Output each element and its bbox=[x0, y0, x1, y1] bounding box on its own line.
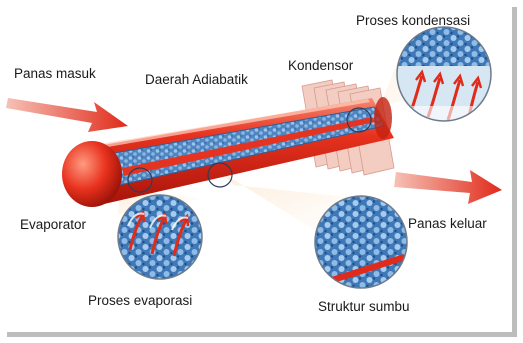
heat-in-label: Panas masuk bbox=[14, 66, 96, 82]
evaporator-cap bbox=[62, 141, 122, 207]
adiabatic-zone-label: Daerah Adiabatik bbox=[145, 72, 248, 88]
heat-in-arrow bbox=[6, 98, 128, 132]
condensation-magnifier bbox=[394, 24, 494, 124]
wick-magnifier bbox=[314, 195, 410, 291]
wick-structure-label: Struktur sumbu bbox=[318, 299, 410, 315]
condenser-cap bbox=[374, 97, 392, 139]
heat-out-label: Panas keluar bbox=[408, 216, 487, 232]
heat-pipe-diagram bbox=[2, 2, 512, 332]
evaporator-label: Evaporator bbox=[20, 217, 86, 233]
heat-out-arrow bbox=[394, 170, 502, 204]
condenser-label: Kondensor bbox=[288, 58, 353, 74]
condensation-label: Proses kondensasi bbox=[356, 13, 470, 29]
evaporation-label: Proses evaporasi bbox=[88, 293, 192, 309]
diagram-card: Panas masuk Daerah Adiabatik Kondensor P… bbox=[2, 2, 512, 332]
